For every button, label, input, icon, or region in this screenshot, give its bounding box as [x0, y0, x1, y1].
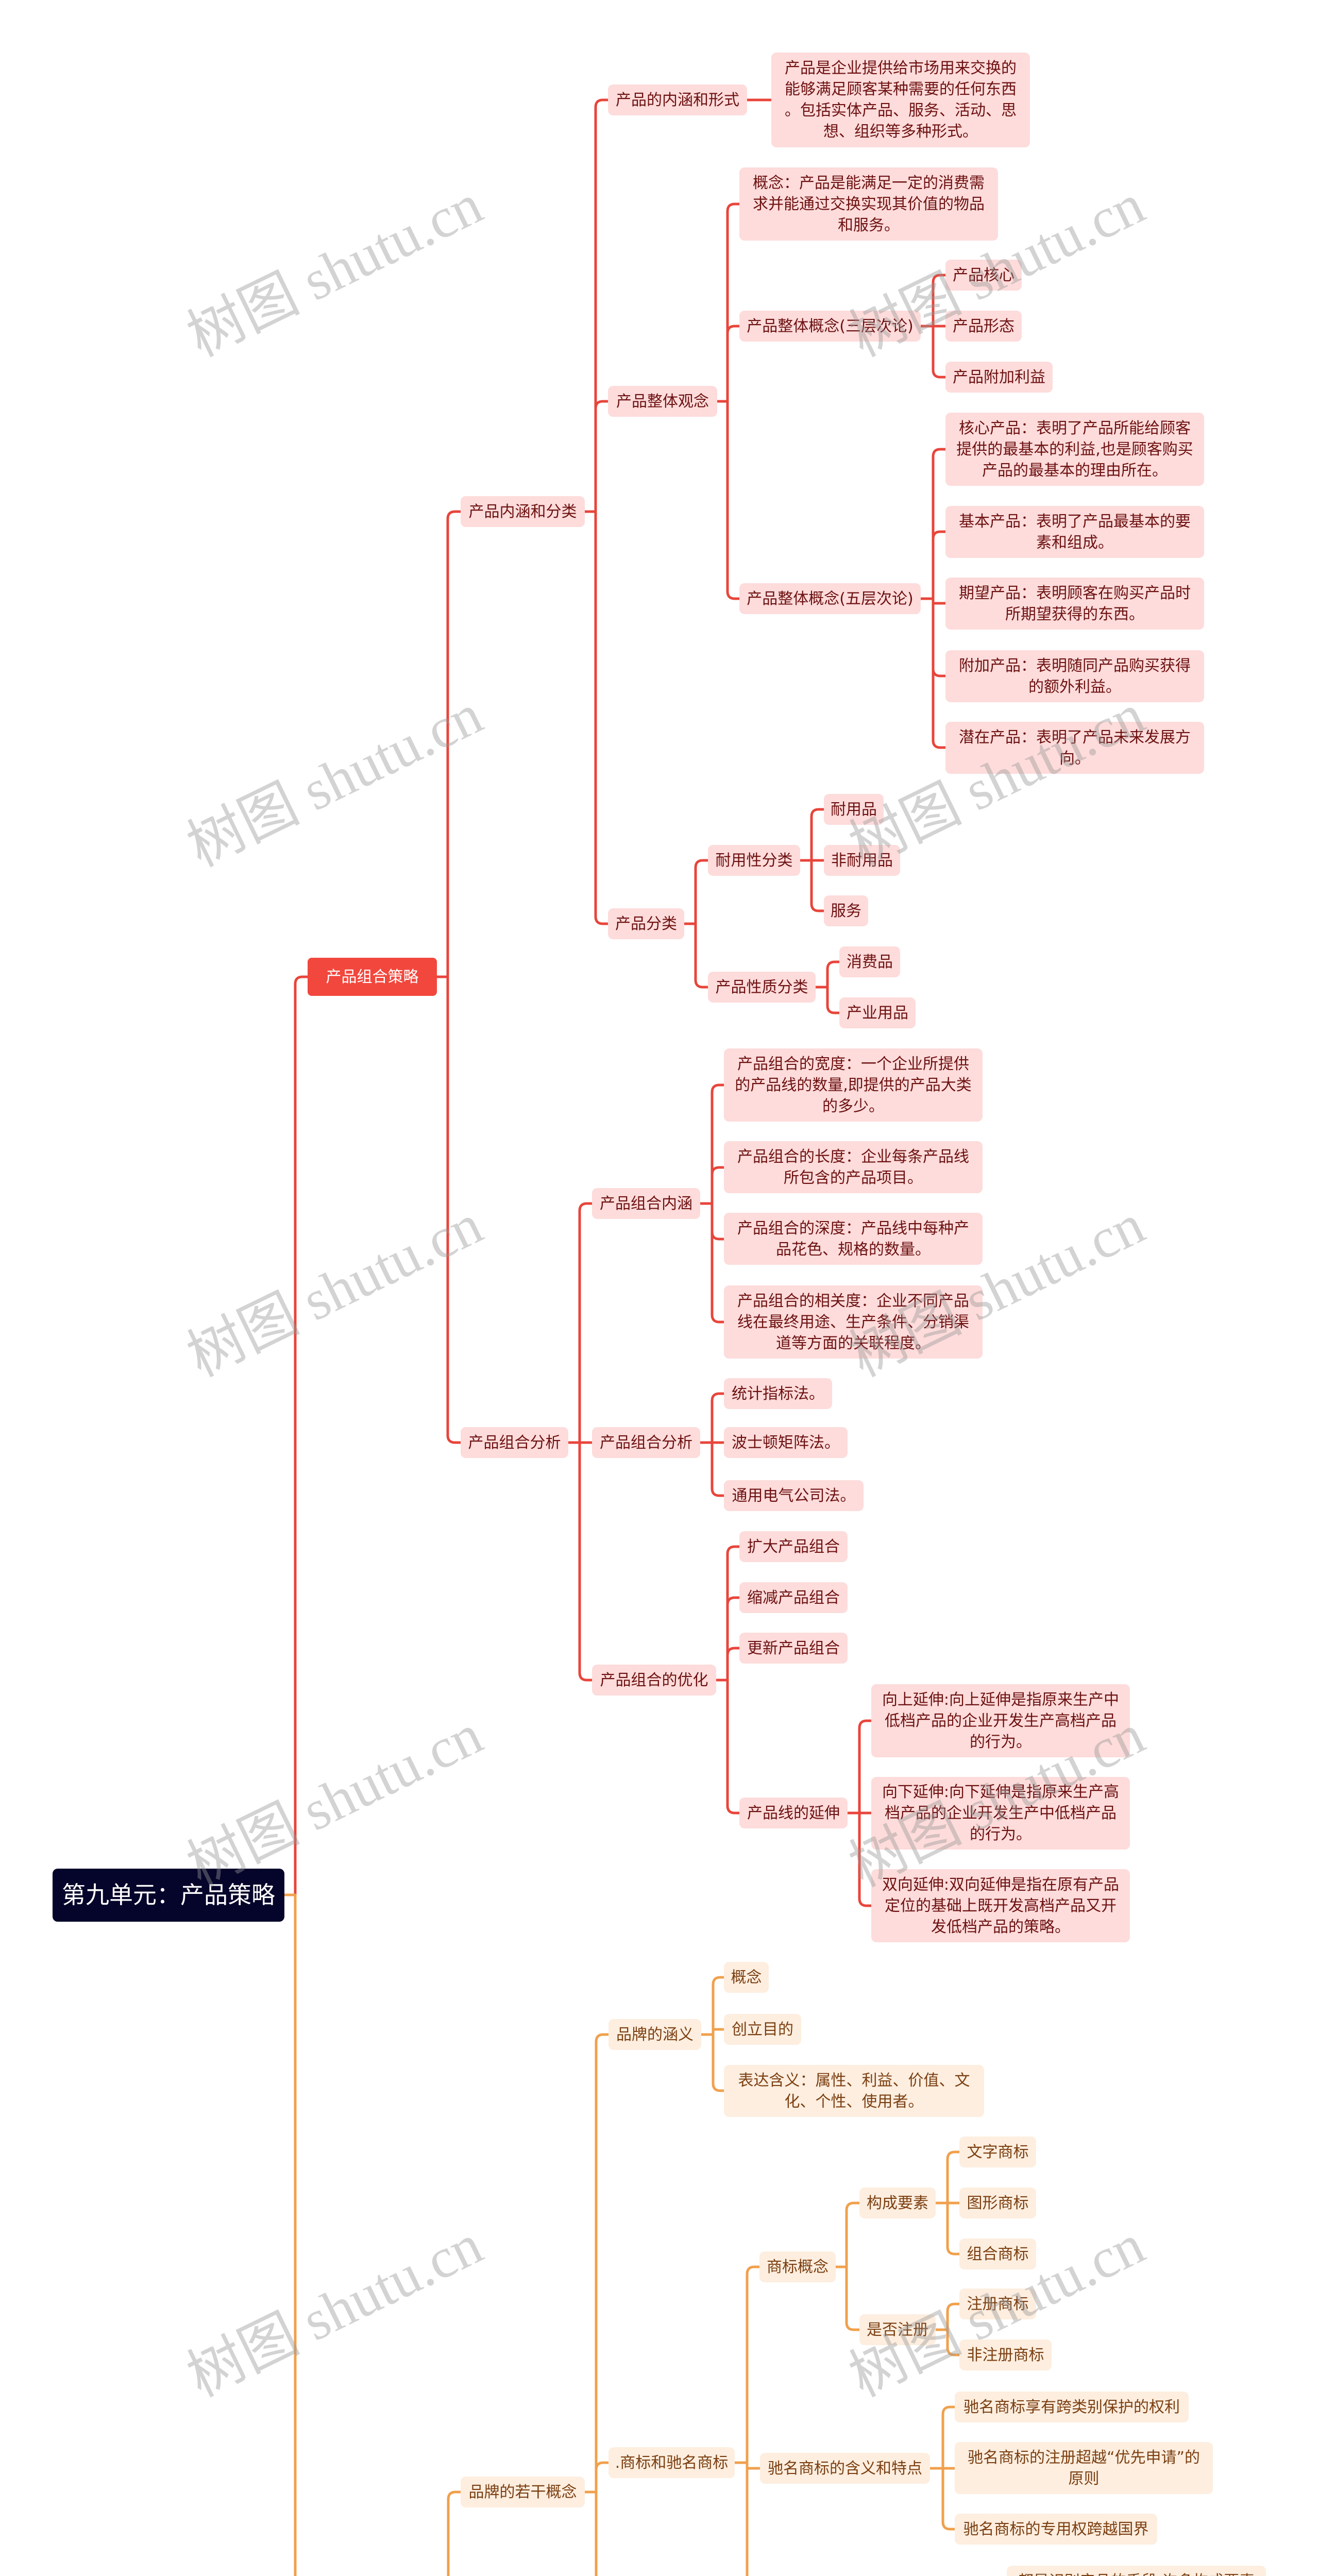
- node-combined-mark[interactable]: 组合商标: [959, 2239, 1036, 2269]
- node-priority-exception[interactable]: 驰名商标的注册超越“优先申请”的原则: [955, 2442, 1213, 2494]
- node-expand-mix[interactable]: 扩大产品组合: [739, 1531, 848, 1562]
- node-three-level-theory[interactable]: 产品整体概念(三层次论): [739, 311, 921, 342]
- node-product-classification[interactable]: 产品分类: [608, 908, 684, 939]
- node-nondurable-goods[interactable]: 非耐用品: [824, 845, 900, 876]
- node-mix-width[interactable]: 产品组合的宽度：一个企业所提供的产品线的数量,即提供的产品大类的多少。: [724, 1048, 983, 1122]
- node-connotation-and-classification[interactable]: 产品内涵和分类: [461, 496, 585, 527]
- red-branch-connectors: [294, 98, 947, 1907]
- node-line-extension[interactable]: 产品线的延伸: [739, 1798, 848, 1828]
- node-nature-classification[interactable]: 产品性质分类: [708, 972, 816, 1003]
- node-cross-border-rights[interactable]: 驰名商标的专用权跨越国界: [955, 2514, 1157, 2545]
- node-basic-product[interactable]: 基本产品：表明了产品最基本的要素和组成。: [945, 506, 1204, 558]
- node-potential-product[interactable]: 潜在产品：表明了产品未来发展方向。: [945, 722, 1204, 774]
- node-downward-extension[interactable]: 向下延伸:向下延伸是指原来生产高档产品的企业开发生产中低档产品的行为。: [871, 1777, 1130, 1850]
- orange-branch-connectors: [283, 1893, 961, 2576]
- node-consumer-goods[interactable]: 消费品: [839, 946, 900, 977]
- node-reduce-mix[interactable]: 缩减产品组合: [739, 1582, 848, 1613]
- node-holistic-concept-definition[interactable]: 概念：产品是能满足一定的消费需求并能通过交换实现其价值的物品和服务。: [739, 167, 998, 241]
- node-mix-connotation[interactable]: 产品组合内涵: [592, 1188, 700, 1219]
- node-cross-class-protection[interactable]: 驰名商标享有跨类别保护的权利: [955, 2392, 1189, 2422]
- node-common-points-text[interactable]: 都是识别产品的手段,许多构成要素都是相同的: [1007, 2566, 1266, 2576]
- node-durability-classification[interactable]: 耐用性分类: [708, 845, 800, 876]
- node-registered-mark[interactable]: 注册商标: [959, 2289, 1036, 2319]
- node-core-product[interactable]: 核心产品：表明了产品所能给顾客提供的最基本的利益,也是顾客购买产品的最基本的理由…: [945, 413, 1204, 486]
- root-topic[interactable]: 第九单元：产品策略: [53, 1869, 284, 1922]
- node-brand-meaning[interactable]: 品牌的涵义: [608, 2019, 701, 2050]
- branch-product-mix-strategy[interactable]: 产品组合策略: [308, 958, 437, 996]
- node-trademark-elements[interactable]: 构成要素: [859, 2188, 936, 2218]
- node-mix-analysis[interactable]: 产品组合分析: [461, 1427, 568, 1458]
- node-five-level-theory[interactable]: 产品整体概念(五层次论): [739, 583, 921, 614]
- node-product-core[interactable]: 产品核心: [945, 260, 1022, 291]
- node-registration-status[interactable]: 是否注册: [859, 2314, 936, 2345]
- node-durable-goods[interactable]: 耐用品: [824, 794, 884, 825]
- node-unregistered-mark[interactable]: 非注册商标: [959, 2340, 1052, 2370]
- node-mix-depth[interactable]: 产品组合的深度：产品线中每种产品花色、规格的数量。: [724, 1213, 983, 1265]
- node-mix-consistency[interactable]: 产品组合的相关度：企业不同产品线在最终用途、生产条件、分销渠道等方面的关联程度。: [724, 1285, 983, 1359]
- node-well-known-mark[interactable]: 驰名商标的含义和特点: [760, 2453, 930, 2484]
- node-ge-method[interactable]: 通用电气公司法。: [724, 1480, 864, 1511]
- node-figurative-mark[interactable]: 图形商标: [959, 2188, 1036, 2218]
- node-update-mix[interactable]: 更新产品组合: [739, 1633, 848, 1664]
- node-holistic-concept[interactable]: 产品整体观念: [608, 386, 717, 417]
- node-brand-concepts[interactable]: 品牌的若干概念: [461, 2477, 585, 2507]
- node-bcg-matrix-method[interactable]: 波士顿矩阵法。: [724, 1427, 848, 1458]
- node-connotation-and-form[interactable]: 产品的内涵和形式: [608, 84, 747, 115]
- node-brand-purpose[interactable]: 创立目的: [724, 2014, 801, 2045]
- node-trademark-concept[interactable]: 商标概念: [759, 2251, 836, 2282]
- node-word-mark[interactable]: 文字商标: [959, 2137, 1036, 2167]
- node-product-added-benefit[interactable]: 产品附加利益: [945, 362, 1053, 393]
- node-brand-concept[interactable]: 概念: [724, 1962, 769, 1993]
- node-statistical-index-method[interactable]: 统计指标法。: [724, 1378, 832, 1409]
- node-product-form[interactable]: 产品形态: [945, 311, 1022, 342]
- node-services[interactable]: 服务: [824, 895, 868, 926]
- node-brand-expression[interactable]: 表达含义：属性、利益、价值、文化、个性、使用者。: [724, 2065, 984, 2117]
- node-industrial-goods[interactable]: 产业用品: [839, 997, 916, 1028]
- node-trademark-and-well-known[interactable]: .商标和驰名商标: [608, 2447, 735, 2478]
- node-two-way-extension[interactable]: 双向延伸:双向延伸是指在原有产品定位的基础上既开发高档产品又开发低档产品的策略。: [871, 1869, 1130, 1942]
- node-augmented-product[interactable]: 附加产品：表明随同产品购买获得的额外利益。: [945, 650, 1204, 702]
- node-expected-product[interactable]: 期望产品：表明顾客在购买产品时所期望获得的东西。: [945, 578, 1204, 630]
- node-mix-optimization[interactable]: 产品组合的优化: [592, 1665, 716, 1696]
- node-product-definition[interactable]: 产品是企业提供给市场用来交换的能够满足顾客某种需要的任何东西。包括实体产品、服务…: [771, 53, 1030, 147]
- node-mix-analysis-methods[interactable]: 产品组合分析: [592, 1427, 700, 1458]
- node-upward-extension[interactable]: 向上延伸:向上延伸是指原来生产中低档产品的企业开发生产高档产品的行为。: [871, 1684, 1130, 1757]
- node-mix-length[interactable]: 产品组合的长度：企业每条产品线所包含的产品项目。: [724, 1141, 983, 1193]
